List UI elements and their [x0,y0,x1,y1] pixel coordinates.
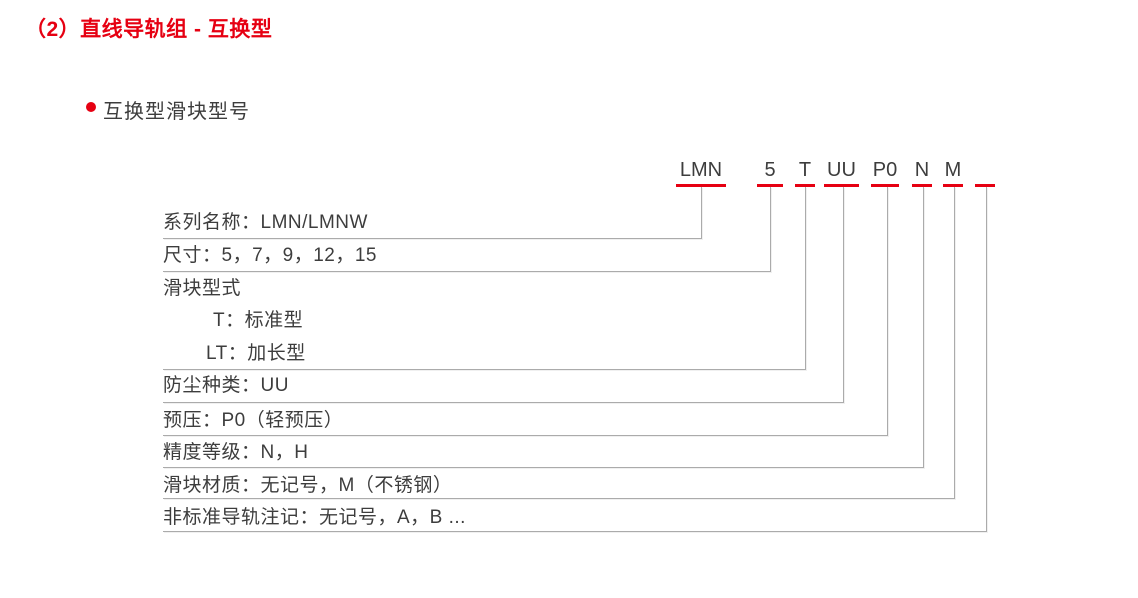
legend-row: 滑块型式 [163,278,242,299]
code-underline [912,184,932,187]
model-code-segment-T: T [798,159,812,181]
code-underline [871,184,899,187]
connector-line [163,187,924,468]
code-underline [975,184,995,187]
code-underline [676,184,726,187]
section-bullet-label: 互换型滑块型号 [103,101,250,123]
bullet-icon [86,102,96,112]
connector-line [163,187,987,532]
connector-line [163,187,806,370]
connector-line [163,187,702,239]
code-underline [943,184,963,187]
connector-line [163,187,844,403]
model-code-segment-blank [965,158,1005,182]
legend-row: 系列名称：LMN/LMNW [163,212,368,233]
legend-row: 滑块材质：无记号，M（不锈钢） [163,475,453,496]
code-underline [824,184,859,187]
model-code-segment-UU: UU [827,159,856,181]
legend-row: LT：加长型 [206,343,306,364]
legend-row: 尺寸：5，7，9，12，15 [163,245,377,266]
model-code-segment-M: M [944,159,962,181]
code-underline [795,184,815,187]
page-title: （2）直线导轨组 - 互换型 [25,18,273,41]
legend-row: 预压：P0（轻预压） [163,410,344,431]
connector-line [163,187,955,499]
connector-line [163,187,888,436]
model-code-segment-LMN: LMN [679,159,723,181]
model-code-segment-N: N [914,159,930,181]
legend-row: 防尘种类：UU [163,375,289,396]
connector-line [163,187,771,272]
legend-row: 精度等级：N，H [163,442,309,463]
legend-row: 非标准导轨注记：无记号，A，B ... [163,507,466,528]
legend-row: T：标准型 [213,310,304,331]
model-code-segment-P0: P0 [872,159,898,181]
code-underline [757,184,783,187]
model-code-segment-5: 5 [764,159,776,181]
